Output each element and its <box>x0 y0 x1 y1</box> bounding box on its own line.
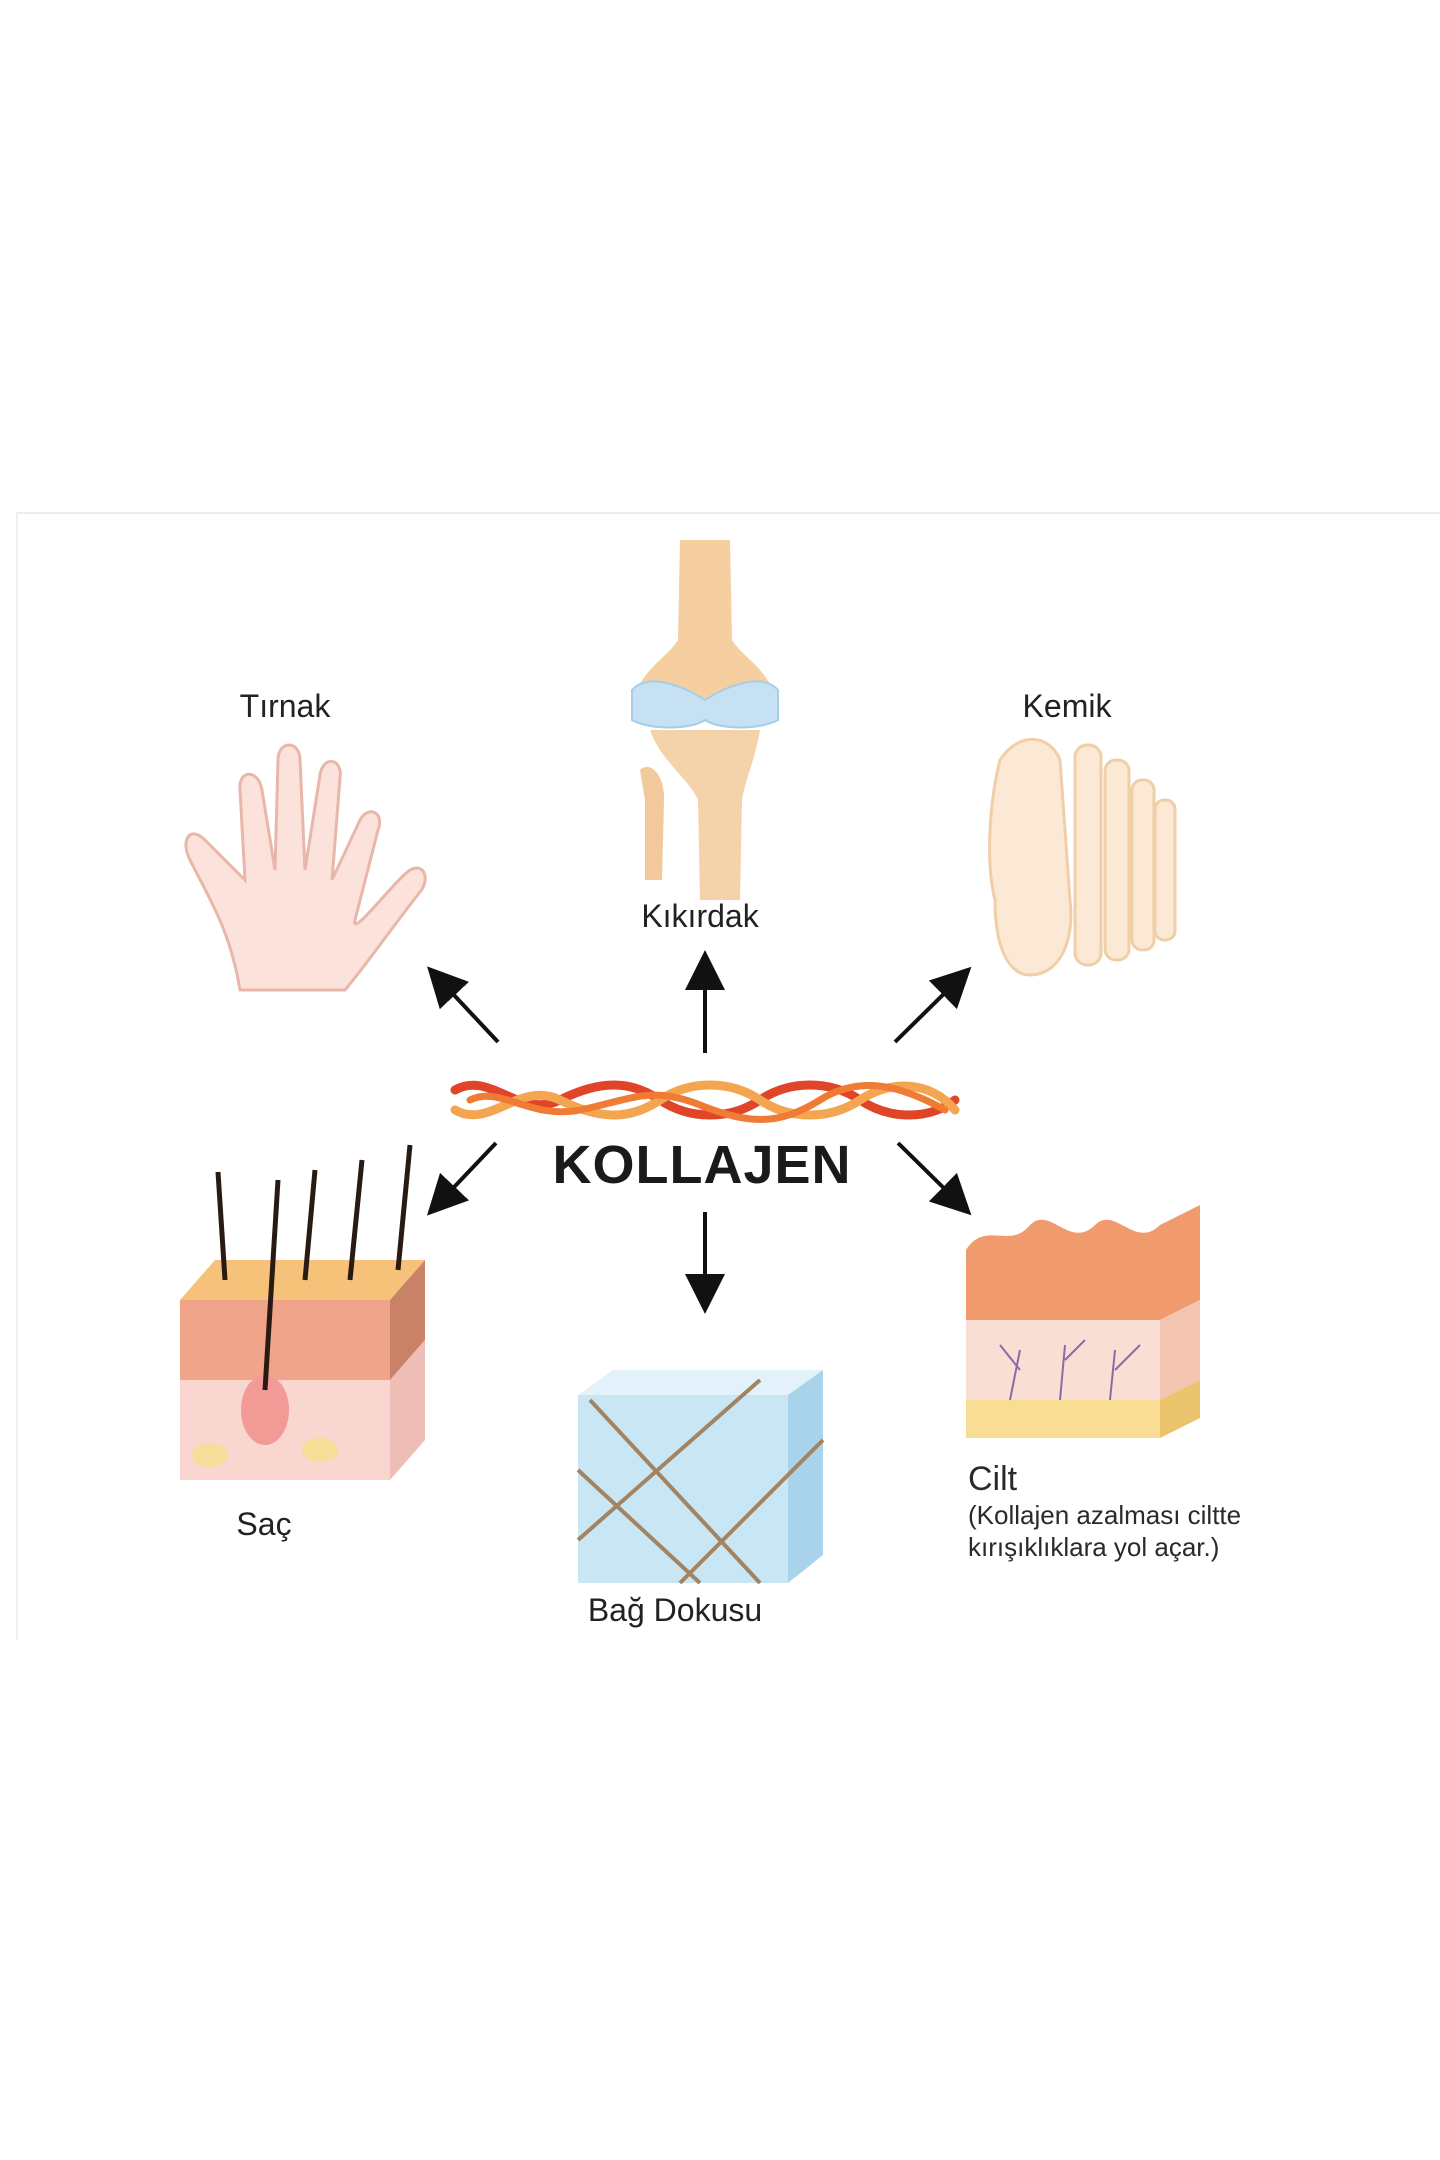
label-kemik: Kemik <box>1022 688 1112 724</box>
label-cilt: Cilt <box>968 1460 1018 1498</box>
collagen-fiber-illustration <box>450 1080 960 1123</box>
frame-border-top <box>16 512 1440 514</box>
arrow-to-cilt <box>896 1141 972 1216</box>
hand-illustration <box>184 743 427 992</box>
arrow-to-sac <box>426 1141 498 1216</box>
connective-tissue-illustration <box>576 1370 825 1585</box>
center-title: KOLLAJEN <box>552 1135 852 1195</box>
hair-skin-illustration <box>180 1144 425 1480</box>
label-tirnak: Tırnak <box>239 688 331 724</box>
arrow-to-tirnak <box>427 966 500 1044</box>
foot-illustration <box>988 737 1177 977</box>
frame-border-left <box>16 512 18 1640</box>
knee-illustration <box>631 540 779 900</box>
skin-illustration <box>966 1205 1200 1438</box>
label-cilt-group: Cilt (Kollajen azalması ciltte kırışıklı… <box>968 1460 1241 1563</box>
label-kikirdak: Kıkırdak <box>641 898 759 934</box>
cilt-note-line2: kırışıklıklara yol açar.) <box>968 1532 1220 1562</box>
label-sac: Saç <box>236 1506 292 1542</box>
arrow-to-kemik <box>893 966 972 1044</box>
cilt-note-line1: (Kollajen azalması ciltte <box>968 1500 1242 1530</box>
label-bag-dokusu: Bağ Dokusu <box>587 1592 763 1628</box>
